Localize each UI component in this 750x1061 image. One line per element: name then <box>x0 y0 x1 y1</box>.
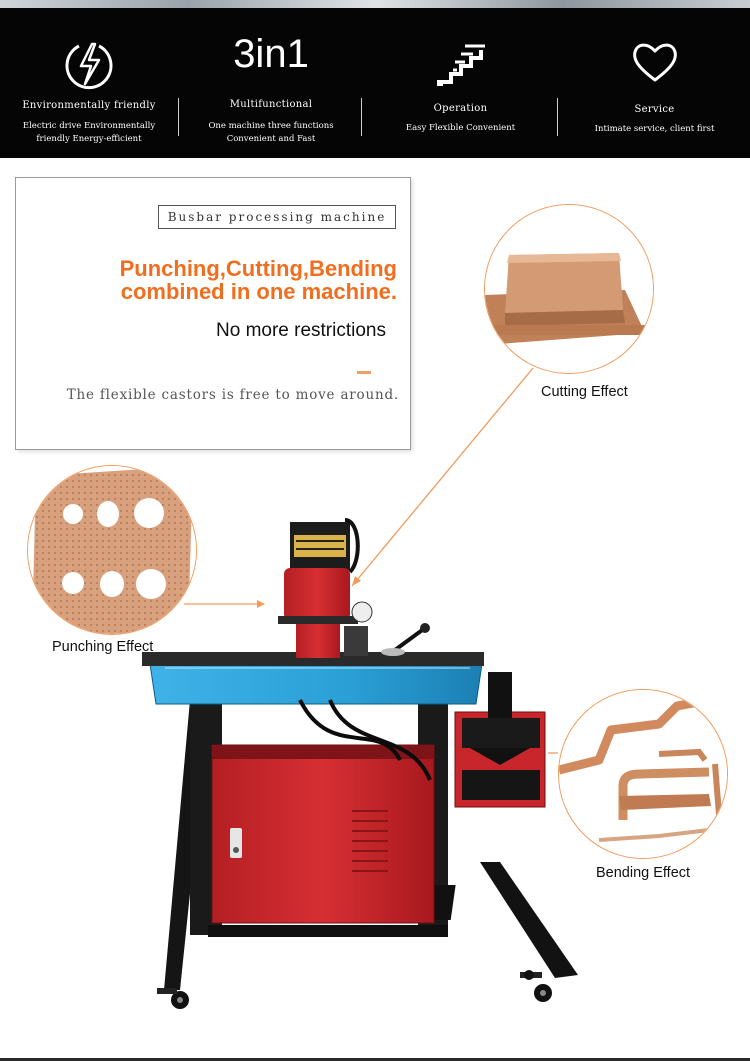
headline-line1: Punching,Cutting,Bending <box>119 256 397 281</box>
feature-divider <box>557 98 558 136</box>
decorative-dash <box>357 371 371 374</box>
bending-effect-image <box>558 689 728 859</box>
punching-effect-image <box>27 465 197 635</box>
machine-tag: Busbar processing machine <box>158 205 396 229</box>
feature-divider <box>178 98 179 136</box>
feature-title: Multifunctional <box>229 99 313 110</box>
heart-icon <box>629 36 681 92</box>
top-decorative-strip <box>0 0 750 8</box>
bottom-rule <box>0 1058 750 1061</box>
feature-title: Service <box>634 104 675 115</box>
intro-box <box>15 177 411 450</box>
feature-operation: Operation Easy Flexible Convenient <box>363 8 558 158</box>
cutting-effect-image <box>484 204 654 374</box>
electric-drive-icon <box>61 36 117 96</box>
feature-desc: Intimate service, client first <box>594 124 715 134</box>
feature-band: Environmentally friendly Electric drive … <box>0 8 750 158</box>
cutting-effect-label: Cutting Effect <box>541 384 628 400</box>
castor-note: The flexible castors is free to move aro… <box>66 387 399 403</box>
punching-effect-label: Punching Effect <box>52 639 154 655</box>
headline-line2: combined in one machine. <box>120 279 397 304</box>
feature-desc: Easy Flexible Convenient <box>405 123 516 133</box>
feature-title: Operation <box>433 103 488 114</box>
feature-service: Service Intimate service, client first <box>559 8 750 158</box>
three-in-one-text: 3in1 <box>233 32 309 76</box>
feature-environmental: Environmentally friendly Electric drive … <box>0 8 178 158</box>
feature-title: Environmentally friendly <box>22 100 156 111</box>
cutting-connector-line <box>351 367 534 587</box>
feature-multifunctional: 3in1 Multifunctional One machine three f… <box>180 8 362 158</box>
stairs-operation-icon <box>431 36 491 96</box>
bending-effect-label: Bending Effect <box>596 865 691 881</box>
subheadline: No more restrictions <box>216 320 386 341</box>
feature-divider <box>361 98 362 136</box>
